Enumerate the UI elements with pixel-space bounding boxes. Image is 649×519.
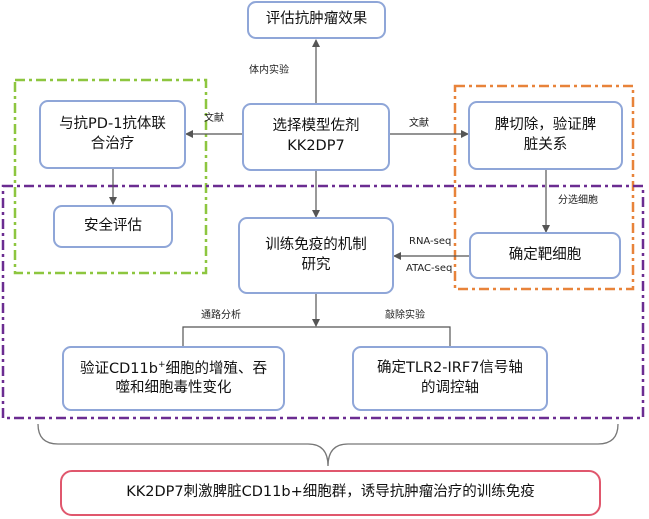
select-adjuvant-line1: 选择模型佐剂 [272,118,360,135]
mechanism-study-line1: 训练免疫的机制 [265,236,367,253]
select-adjuvant-line2: KK2DP7 [287,138,345,154]
verify-cd11b-line1-pre: 验证CD11b [80,360,158,377]
purple-group-box [1,184,645,420]
target-cell-box: 确定靶细胞 [469,232,621,279]
target-cell-text: 确定靶细胞 [508,246,582,263]
orange-group-box [453,84,635,291]
label-pathway: 通路分析 [201,310,241,321]
label-knockout: 敲除实验 [385,310,425,321]
verify-cd11b-line1: 验证CD11b+细胞的增殖、吞 [80,359,267,379]
conclusion-box: KK2DP7刺激脾脏CD11b+细胞群，诱导抗肿瘤治疗的训练免疫 [60,470,601,516]
anti-pd1-combo-line1: 与抗PD-1抗体联 [59,115,166,132]
conclusion-brace [37,423,619,467]
verify-cd11b-line2: 噬和细胞毒性变化 [115,379,232,396]
splenectomy-line2: 脏关系 [523,136,568,153]
label-literature-right: 文献 [409,118,429,129]
anti-pd1-combo-box: 与抗PD-1抗体联 合治疗 [39,100,186,169]
label-sorting: 分选细胞 [558,195,598,206]
tlr2-irf7-line2: 的调控轴 [420,379,479,396]
conclusion-text: KK2DP7刺激脾脏CD11b+细胞群，诱导抗肿瘤治疗的训练免疫 [126,484,535,501]
label-literature-left: 文献 [204,113,224,124]
bottom-bracket-connector [182,326,451,346]
label-in-vivo: 体内实验 [249,65,289,76]
mechanism-study-line2: 研究 [301,256,331,273]
tlr2-irf7-line1: 确定TLR2-IRF7信号轴 [377,359,523,376]
verify-cd11b-line1-post: 细胞的增殖、吞 [165,360,268,377]
green-group-box [13,78,208,275]
verify-cd11b-line1-sup: + [157,359,166,370]
label-atac-seq: ATAC-seq [406,263,453,274]
select-adjuvant-box: 选择模型佐剂 KK2DP7 [242,103,390,171]
evaluate-antitumor-text: 评估抗肿瘤效果 [265,11,368,28]
evaluate-antitumor-box: 评估抗肿瘤效果 [247,1,386,39]
verify-cd11b-box: 验证CD11b+细胞的增殖、吞 噬和细胞毒性变化 [62,346,285,411]
safety-assessment-box: 安全评估 [53,205,173,248]
splenectomy-line1: 脾切除，验证脾 [494,116,597,133]
tlr2-irf7-box: 确定TLR2-IRF7信号轴 的调控轴 [352,346,548,411]
label-rna-seq: RNA-seq [409,236,452,247]
anti-pd1-combo-line2: 合治疗 [90,135,135,152]
splenectomy-box: 脾切除，验证脾 脏关系 [468,101,623,170]
safety-assessment-text: 安全评估 [84,217,142,234]
mechanism-study-box: 训练免疫的机制 研究 [238,217,394,294]
